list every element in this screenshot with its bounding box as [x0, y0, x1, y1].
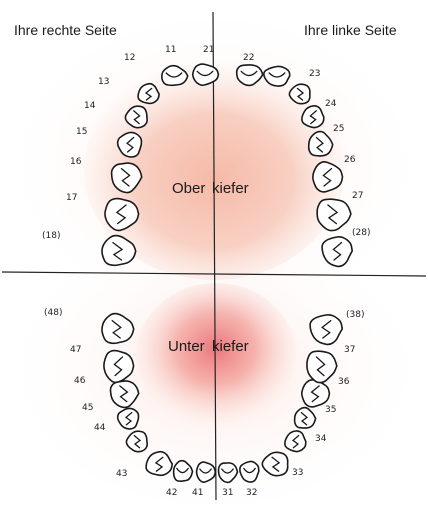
tooth-number-t44: 44 [94, 423, 106, 433]
tooth-number-t14: 14 [84, 101, 96, 111]
lower-jaw-label-part2: kiefer [212, 338, 249, 355]
left-side-label: Ihre linke Seite [304, 22, 397, 38]
tooth-number-t47: 47 [70, 345, 81, 355]
tooth-number-t32: 32 [246, 488, 257, 498]
lower-jaw-label-part1: Unter [168, 338, 205, 355]
tooth-number-t48: (48) [44, 308, 62, 318]
tooth-t13 [138, 84, 159, 104]
tooth-number-t23: 23 [309, 69, 320, 79]
tooth-number-t24: 24 [325, 99, 337, 109]
tooth-number-t27: 27 [352, 191, 363, 201]
tooth-number-t13: 13 [98, 77, 109, 87]
tooth-outline [138, 84, 159, 104]
tooth-number-t36: 36 [338, 377, 350, 387]
tooth-t32 [240, 461, 259, 482]
tooth-number-t12: 12 [124, 53, 135, 63]
tooth-number-t15: 15 [76, 127, 87, 137]
tooth-number-t17: 17 [66, 193, 77, 203]
tooth-number-t43: 43 [116, 469, 127, 479]
tooth-number-t38: (38) [346, 310, 364, 320]
tooth-outline [240, 461, 259, 482]
tooth-number-t18: (18) [42, 231, 60, 241]
tooth-number-t33: 33 [292, 468, 303, 478]
tooth-number-t35: 35 [325, 405, 336, 415]
tooth-number-t37: 37 [344, 345, 355, 355]
tooth-number-t34: 34 [315, 434, 327, 444]
tooth-t24 [302, 106, 324, 128]
tooth-outline [285, 431, 306, 452]
tooth-number-t46: 46 [74, 376, 86, 386]
upper-jaw-label-part1: Ober [172, 180, 205, 197]
tooth-outline [264, 66, 290, 86]
tooth-t34 [285, 431, 306, 452]
tooth-outline [302, 106, 324, 128]
tooth-number-t11: 11 [165, 45, 176, 55]
upper-jaw-label-part2: kiefer [212, 180, 249, 197]
tooth-number-t22: 22 [243, 53, 254, 63]
tooth-number-t31: 31 [222, 488, 233, 498]
tooth-number-t28: (28) [352, 228, 370, 238]
tooth-number-t41: 41 [192, 488, 203, 498]
tooth-number-t42: 42 [166, 488, 177, 498]
tooth-number-t45: 45 [82, 403, 93, 413]
tooth-number-t26: 26 [344, 155, 356, 165]
tooth-t22 [264, 66, 290, 86]
right-side-label: Ihre rechte Seite [14, 22, 117, 38]
tooth-number-t21: 21 [203, 45, 214, 55]
tooth-number-t16: 16 [70, 157, 82, 167]
tooth-number-t25: 25 [333, 124, 344, 134]
